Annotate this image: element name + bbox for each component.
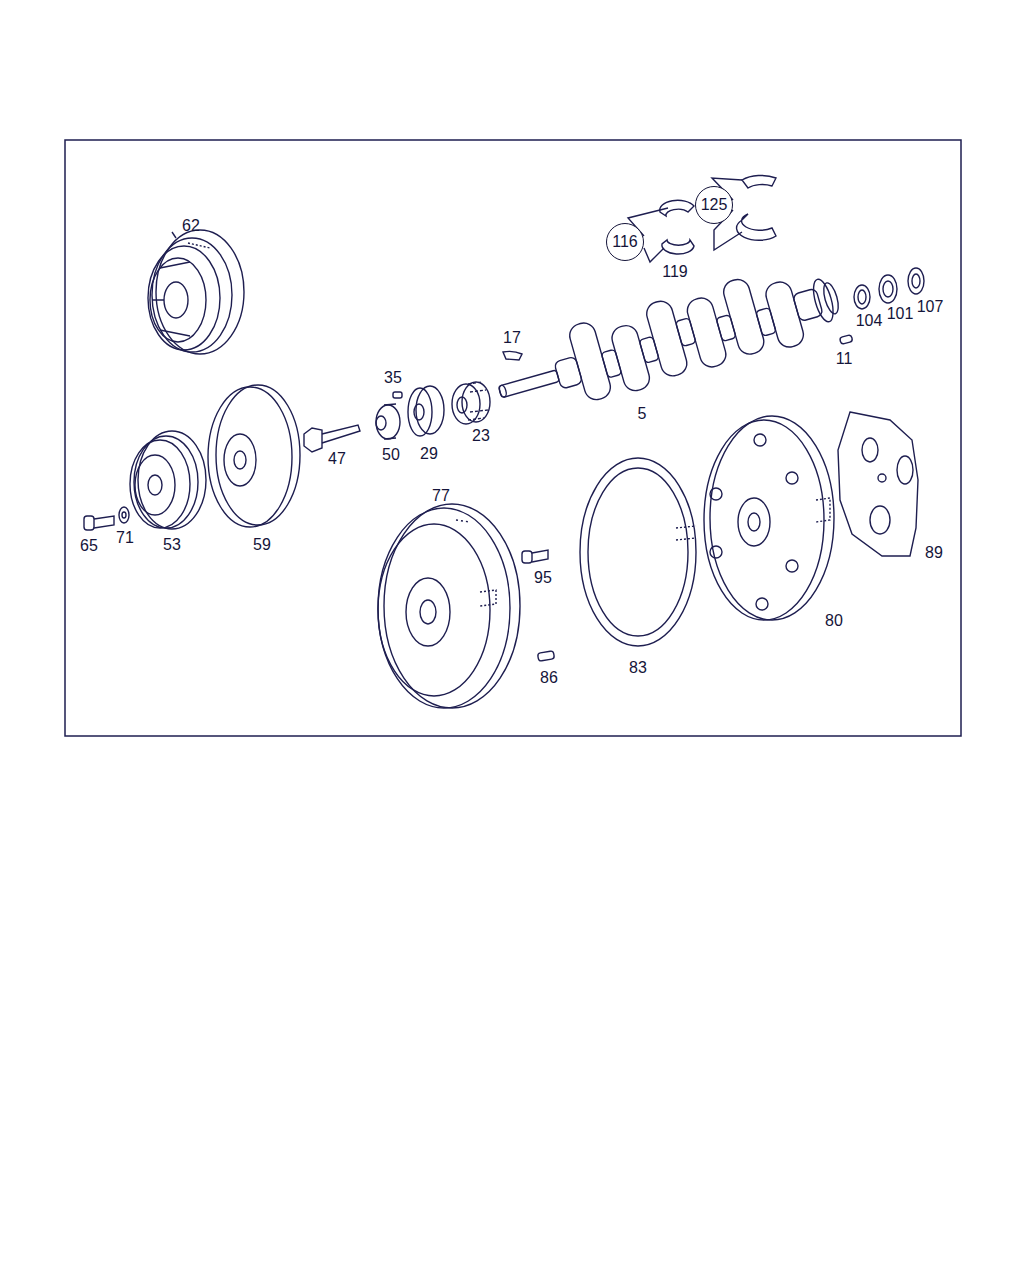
callout-number: 89 [925,545,943,561]
callout-number: 5 [638,406,647,422]
callout-number: 65 [80,538,98,554]
callout-number: 59 [253,537,271,553]
hub-parts [376,351,522,439]
callout-number: 35 [384,370,402,386]
central-bolt [304,425,360,452]
bolt [84,507,129,530]
callout-number: 11 [836,351,853,367]
flywheel [378,504,520,708]
callout-number: 50 [382,447,400,463]
callout-number: 95 [534,570,552,586]
vibration-damper [208,385,300,527]
fasteners [522,550,555,661]
callout-number: 116 [612,234,638,250]
callout-number: 62 [182,218,200,234]
callout-number: 53 [163,537,181,553]
bearing-shells [628,175,776,262]
crankshaft [488,254,847,426]
callout-circle: 125 [695,186,734,225]
ring-gear [580,458,696,646]
damper-pulley [148,230,244,354]
cover-plate [838,412,918,556]
seal-rings [839,268,924,344]
callout-number: 29 [420,446,438,462]
callout-number: 107 [917,299,944,315]
callout-circle: 116 [606,223,644,261]
frame [65,140,961,736]
callout-number: 86 [540,670,558,686]
callout-number: 17 [503,330,521,346]
callout-number: 47 [328,451,346,467]
callout-number: 77 [432,488,450,504]
belt-pulley [130,431,206,529]
callout-number: 119 [662,264,688,280]
callout-number: 71 [116,530,134,546]
callout-number: 80 [825,613,843,629]
callout-number: 83 [629,660,647,676]
callout-number: 104 [856,313,883,329]
callout-number: 101 [887,306,914,322]
drive-plate [704,416,834,620]
callout-number: 125 [701,197,728,213]
callout-number: 23 [472,428,490,444]
